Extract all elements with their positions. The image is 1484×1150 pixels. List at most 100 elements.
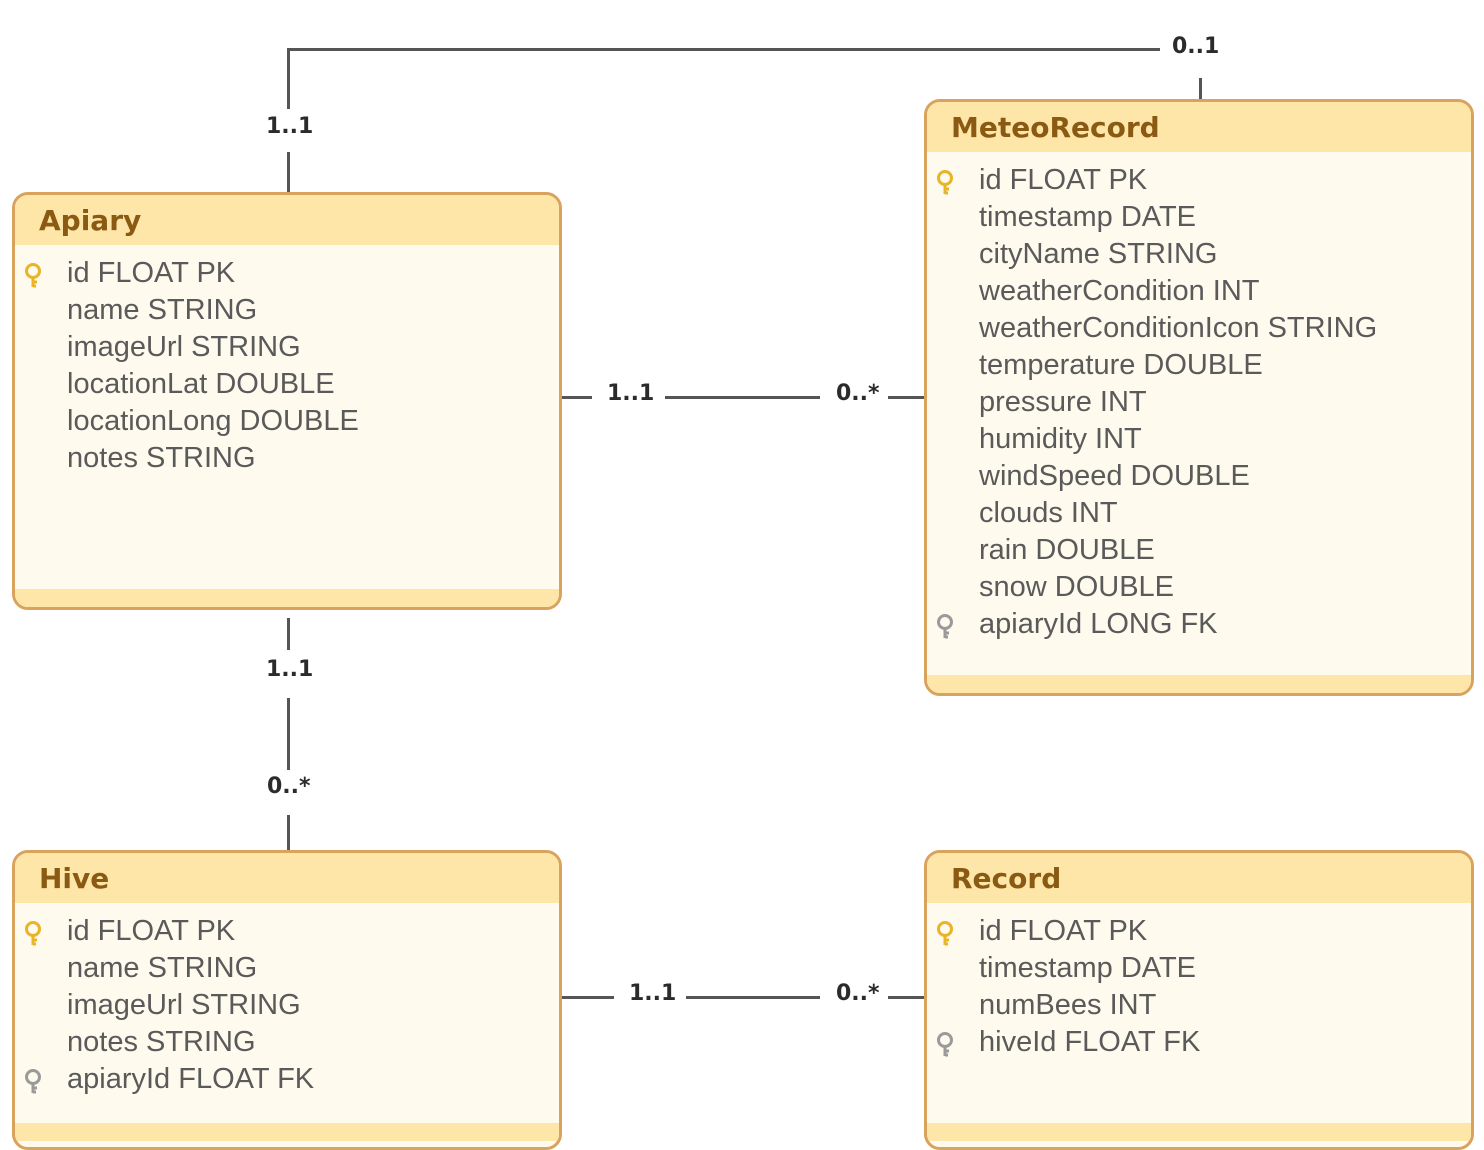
foreign-key-icon (935, 613, 955, 639)
entity-footer (927, 675, 1471, 693)
attribute-label: locationLat DOUBLE (67, 368, 335, 400)
attribute-label: humidity INT (979, 423, 1142, 455)
entity-apiary[interactable]: Apiary id FLOAT PK name STRING imageUrl ST… (12, 192, 562, 610)
connector-apiary-meteo-top-horizontal (287, 48, 1160, 51)
attribute-row: pressure INT (927, 384, 1471, 421)
attribute-list: id FLOAT PK name STRING imageUrl STRING loc… (15, 245, 559, 477)
multiplicity-apiary-meteo-side-to: 0..* (836, 381, 880, 406)
attribute-label: cityName STRING (979, 238, 1218, 270)
attribute-row: timestamp DATE (927, 950, 1471, 987)
entity-meteo-record[interactable]: MeteoRecord id FLOAT PK timestamp DATE cit… (924, 99, 1474, 696)
attribute-label: rain DOUBLE (979, 534, 1155, 566)
multiplicity-apiary-meteo-side-from: 1..1 (607, 381, 655, 406)
connector-hive-record-c (888, 996, 925, 999)
attribute-label: id FLOAT PK (67, 915, 236, 947)
attribute-label: numBees INT (979, 989, 1157, 1021)
attribute-label: hiveId FLOAT FK (979, 1026, 1201, 1058)
attribute-label: apiaryId LONG FK (979, 608, 1218, 640)
attribute-row: hiveId FLOAT FK (927, 1024, 1471, 1061)
primary-key-icon (935, 920, 955, 946)
connector-apiary-meteo-top-vertical-left (287, 49, 290, 109)
primary-key-icon (23, 262, 43, 288)
attribute-row: temperature DOUBLE (927, 347, 1471, 384)
connector-hive-record-a (562, 996, 614, 999)
attribute-label: apiaryId FLOAT FK (67, 1063, 315, 1095)
attribute-label: snow DOUBLE (979, 571, 1175, 603)
attribute-label: temperature DOUBLE (979, 349, 1263, 381)
foreign-key-icon (23, 1068, 43, 1094)
multiplicity-apiary-meteo-top-from: 1..1 (266, 114, 314, 139)
attribute-row: rain DOUBLE (927, 532, 1471, 569)
attribute-label: timestamp DATE (979, 952, 1197, 984)
attribute-row: name STRING (15, 292, 559, 329)
connector-apiary-hive-b (287, 698, 290, 770)
attribute-row: numBees INT (927, 987, 1471, 1024)
connector-apiary-meteo-side-a (562, 396, 592, 399)
attribute-label: timestamp DATE (979, 201, 1197, 233)
attribute-row: notes STRING (15, 1024, 559, 1061)
attribute-row: timestamp DATE (927, 199, 1471, 236)
attribute-row: weatherCondition INT (927, 273, 1471, 310)
attribute-row: id FLOAT PK (15, 255, 559, 292)
attribute-label: id FLOAT PK (67, 257, 236, 289)
connector-apiary-hive-c (287, 815, 290, 850)
attribute-row: name STRING (15, 950, 559, 987)
multiplicity-hive-record-from: 1..1 (629, 981, 677, 1006)
connector-apiary-meteo-top-vertical-left-lower (287, 152, 290, 192)
attribute-row: weatherConditionIcon STRING (927, 310, 1471, 347)
attribute-row: snow DOUBLE (927, 569, 1471, 606)
attribute-row: locationLong DOUBLE (15, 403, 559, 440)
connector-hive-record-b (686, 996, 820, 999)
primary-key-icon (935, 169, 955, 195)
attribute-label: weatherCondition INT (979, 275, 1260, 307)
attribute-row: locationLat DOUBLE (15, 366, 559, 403)
connector-apiary-hive-a (287, 618, 290, 650)
multiplicity-apiary-hive-to: 0..* (267, 774, 311, 799)
attribute-row: imageUrl STRING (15, 987, 559, 1024)
attribute-label: id FLOAT PK (979, 915, 1148, 947)
attribute-row: cityName STRING (927, 236, 1471, 273)
attribute-row: imageUrl STRING (15, 329, 559, 366)
primary-key-icon (23, 920, 43, 946)
attribute-row: apiaryId LONG FK (927, 606, 1471, 643)
foreign-key-icon (935, 1031, 955, 1057)
attribute-label: notes STRING (67, 442, 256, 474)
entity-title: Record (927, 853, 1471, 903)
attribute-list: id FLOAT PK timestamp DATE cityName STRING… (927, 152, 1471, 643)
connector-apiary-meteo-side-b (665, 396, 820, 399)
attribute-row: id FLOAT PK (927, 162, 1471, 199)
attribute-label: id FLOAT PK (979, 164, 1148, 196)
multiplicity-apiary-hive-from: 1..1 (266, 657, 314, 682)
entity-record[interactable]: Record id FLOAT PK timestamp DATE numBees … (924, 850, 1474, 1150)
entity-title: Apiary (15, 195, 559, 245)
attribute-label: pressure INT (979, 386, 1147, 418)
multiplicity-hive-record-to: 0..* (836, 981, 880, 1006)
attribute-row: id FLOAT PK (927, 913, 1471, 950)
connector-apiary-meteo-side-c (888, 396, 925, 399)
attribute-label: name STRING (67, 294, 258, 326)
attribute-row: apiaryId FLOAT FK (15, 1061, 559, 1098)
attribute-label: weatherConditionIcon STRING (979, 312, 1378, 344)
attribute-label: windSpeed DOUBLE (979, 460, 1250, 492)
entity-title: Hive (15, 853, 559, 903)
connector-apiary-meteo-top-vertical-right (1199, 78, 1202, 100)
entity-footer (927, 1123, 1471, 1141)
attribute-row: notes STRING (15, 440, 559, 477)
entity-title: MeteoRecord (927, 102, 1471, 152)
multiplicity-apiary-meteo-top-to: 0..1 (1172, 34, 1220, 59)
attribute-row: clouds INT (927, 495, 1471, 532)
attribute-label: notes STRING (67, 1026, 256, 1058)
entity-footer (15, 1123, 559, 1141)
attribute-label: imageUrl STRING (67, 331, 301, 363)
attribute-row: humidity INT (927, 421, 1471, 458)
attribute-label: clouds INT (979, 497, 1118, 529)
attribute-row: id FLOAT PK (15, 913, 559, 950)
attribute-row: windSpeed DOUBLE (927, 458, 1471, 495)
attribute-label: name STRING (67, 952, 258, 984)
attribute-label: locationLong DOUBLE (67, 405, 359, 437)
entity-footer (15, 589, 559, 607)
attribute-list: id FLOAT PK timestamp DATE numBees INT hive… (927, 903, 1471, 1061)
